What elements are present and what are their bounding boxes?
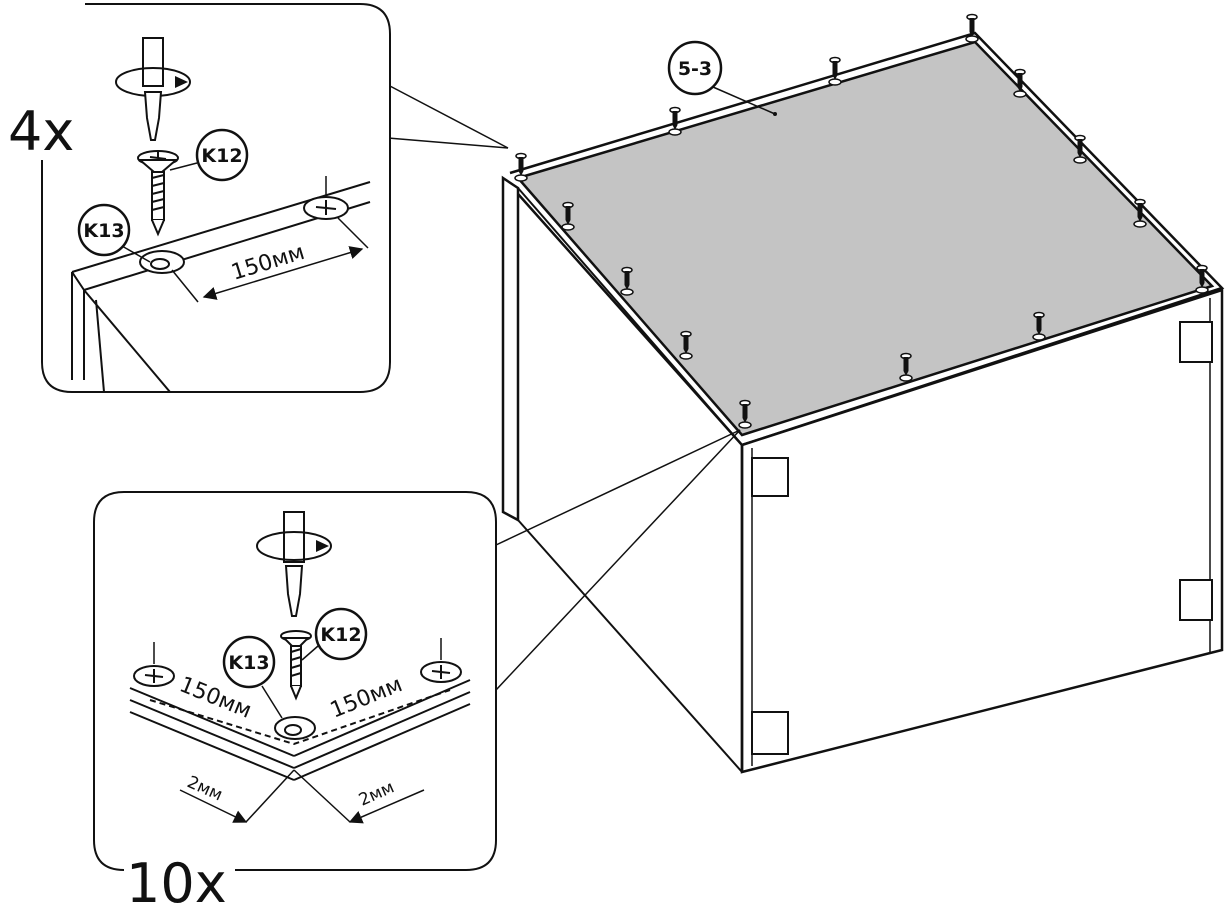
cap-icon <box>133 638 462 740</box>
top-detail-callout: 4x K12 <box>8 3 391 393</box>
panel-label-text: 5-3 <box>678 58 712 80</box>
bottom-detail-quantity: 10x <box>126 852 227 904</box>
screw-part-label: K12 <box>320 624 361 646</box>
hinge-block <box>1179 579 1213 621</box>
callout-lines <box>387 84 741 691</box>
hinge-block <box>1179 321 1213 363</box>
cap-part-label: K13 <box>228 652 269 674</box>
left-side-panel <box>501 175 520 523</box>
top-detail-quantity: 4x <box>8 100 74 163</box>
hinge-block <box>751 711 789 755</box>
screw-icon <box>280 630 312 701</box>
screwdriver-icon <box>256 511 332 617</box>
cap-icon <box>139 176 349 274</box>
screwdriver-icon <box>115 37 191 141</box>
cap-part-label: K13 <box>83 220 124 242</box>
cabinet <box>501 31 1225 774</box>
hinge-block <box>751 457 789 497</box>
screw-icon <box>137 150 179 237</box>
bottom-detail-callout: 10x K12 K13 <box>93 491 497 908</box>
screw-part-label: K12 <box>201 145 242 167</box>
panel-label: 5-3 <box>667 40 777 116</box>
